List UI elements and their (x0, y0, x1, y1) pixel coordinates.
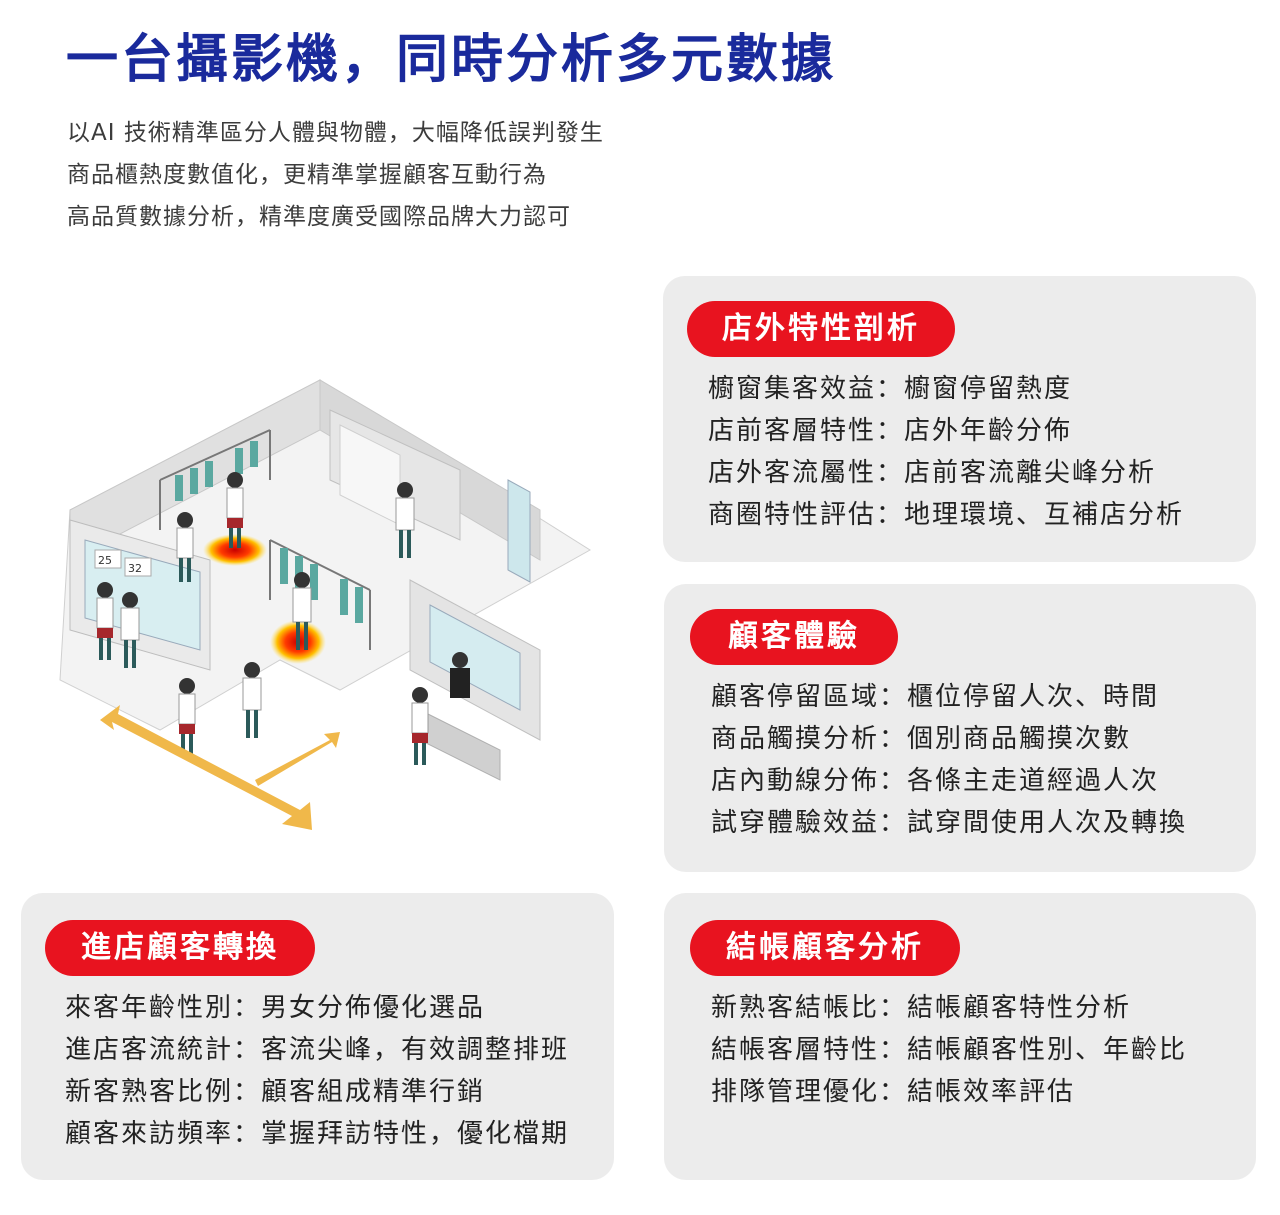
intro-line: 商品櫃熱度數值化，更精準掌握顧客互動行為 (67, 162, 547, 188)
price-sign (94, 549, 122, 569)
page-title: 一台攝影機，同時分析多元數據 (66, 30, 837, 90)
feature-list: 顧客停留區域：櫃位停留人次、時間 商品觸摸分析：個別商品觸摸次數 店內動線分佈：… (711, 676, 1187, 844)
movement-arrows (100, 705, 340, 830)
feature-list: 櫥窗集客效益：櫥窗停留熱度 店前客層特性：店外年齡分佈 店外客流屬性：店前客流離… (708, 368, 1184, 536)
cashier-screen (429, 604, 521, 711)
intro-line: 以AI 技術精準區分人體與物體，大幅降低誤判發生 (67, 120, 604, 146)
list-item: 排隊管理優化：結帳效率評估 (711, 1077, 1076, 1107)
card-checkout-analysis: 結帳顧客分析 新熟客結帳比：結帳顧客特性分析 結帳客層特性：結帳顧客性別、年齡比… (664, 893, 1256, 1180)
shopper-figures (96, 472, 470, 765)
store-illustration: 25 32 (59, 379, 591, 830)
price-sign (124, 557, 152, 577)
list-item: 新客熟客比例：顧客組成精準行銷 (65, 1077, 486, 1107)
feature-list: 新熟客結帳比：結帳顧客特性分析 結帳客層特性：結帳顧客性別、年齡比 排隊管理優化… (711, 987, 1187, 1113)
list-item: 結帳客層特性：結帳顧客性別、年齡比 (711, 1035, 1188, 1065)
list-item: 試穿體驗效益：試穿間使用人次及轉換 (711, 808, 1188, 838)
price-sign-label: 32 (128, 562, 142, 575)
list-item: 商品觸摸分析：個別商品觸摸次數 (711, 724, 1132, 754)
intro-text: 以AI 技術精準區分人體與物體，大幅降低誤判發生 商品櫃熱度數值化，更精準掌握顧… (67, 112, 604, 238)
list-item: 店外客流屬性：店前客流離尖峰分析 (708, 458, 1157, 488)
cashier-counter (419, 709, 501, 781)
list-item: 來客年齡性別：男女分佈優化選品 (65, 993, 486, 1023)
card-label-pill: 結帳顧客分析 (690, 920, 960, 976)
heatmap-spot (203, 534, 267, 566)
card-customer-experience: 顧客體驗 顧客停留區域：櫃位停留人次、時間 商品觸摸分析：個別商品觸摸次數 店內… (664, 584, 1256, 872)
card-store-conversion: 進店顧客轉換 來客年齡性別：男女分佈優化選品 進店客流統計：客流尖峰，有效調整排… (21, 893, 614, 1180)
list-item: 進店客流統計：客流尖峰，有效調整排班 (65, 1035, 570, 1065)
feature-list: 來客年齡性別：男女分佈優化選品 進店客流統計：客流尖峰，有效調整排班 新客熟客比… (65, 987, 569, 1155)
list-item: 店前客層特性：店外年齡分佈 (708, 416, 1073, 446)
intro-line: 高品質數據分析，精準度廣受國際品牌大力認可 (67, 204, 571, 230)
card-outside-analysis: 店外特性剖析 櫥窗集客效益：櫥窗停留熱度 店前客層特性：店外年齡分佈 店外客流屬… (663, 276, 1256, 562)
mirror (507, 479, 531, 583)
list-item: 新熟客結帳比：結帳顧客特性分析 (711, 993, 1132, 1023)
price-sign-label: 25 (98, 554, 112, 567)
card-label-pill: 顧客體驗 (690, 609, 898, 665)
list-item: 顧客來訪頻率：掌握拜訪特性，優化檔期 (65, 1119, 570, 1149)
list-item: 商圈特性評估：地理環境、互補店分析 (708, 500, 1185, 530)
list-item: 櫥窗集客效益：櫥窗停留熱度 (708, 374, 1073, 404)
list-item: 店內動線分佈：各條主走道經過人次 (711, 766, 1160, 796)
card-label-pill: 店外特性剖析 (687, 301, 955, 357)
card-label-pill: 進店顧客轉換 (45, 920, 315, 976)
list-item: 顧客停留區域：櫃位停留人次、時間 (711, 682, 1160, 712)
